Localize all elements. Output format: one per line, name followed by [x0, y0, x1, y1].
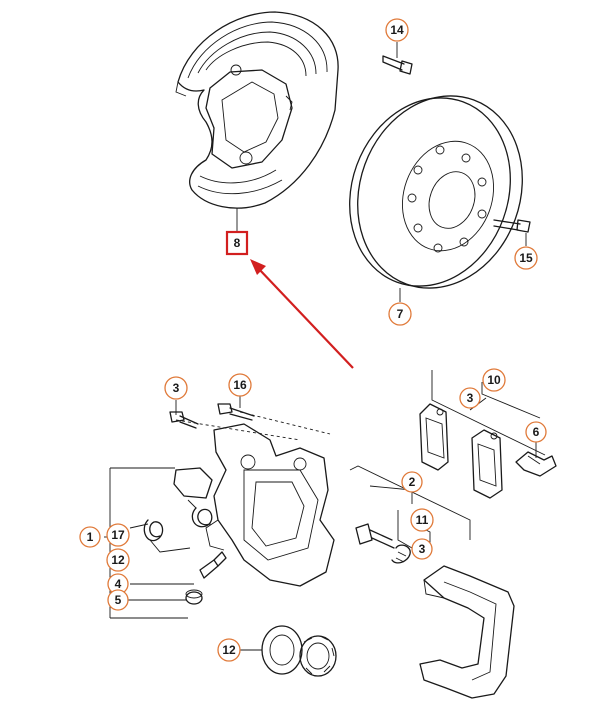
callout-1[interactable]: 1: [79, 526, 101, 548]
bolt-14: [382, 42, 413, 75]
red-pointer-arrow: [250, 259, 354, 369]
guide-pins: [355, 523, 411, 564]
svg-text:7: 7: [397, 307, 404, 321]
callout-3-pins[interactable]: 3: [411, 538, 433, 560]
svg-text:14: 14: [390, 23, 404, 37]
svg-text:2: 2: [409, 475, 416, 489]
callout-2[interactable]: 2: [401, 471, 423, 493]
callout-12-seals[interactable]: 12: [217, 638, 241, 662]
svg-text:3: 3: [467, 391, 474, 405]
svg-text:1: 1: [87, 530, 94, 544]
svg-text:8: 8: [234, 236, 241, 250]
return-springs: [143, 499, 213, 553]
callout-12-springs[interactable]: 12: [106, 548, 130, 572]
brake-pads: [419, 403, 503, 499]
callout-7[interactable]: 7: [388, 302, 412, 326]
caliper-bolts: [169, 403, 255, 429]
svg-text:12: 12: [222, 643, 236, 657]
callout-10[interactable]: 10: [482, 368, 506, 392]
callout-8-highlighted[interactable]: 8: [225, 230, 249, 256]
svg-text:4: 4: [115, 577, 122, 591]
callout-5[interactable]: 5: [107, 589, 129, 611]
svg-text:3: 3: [173, 381, 180, 395]
callout-14[interactable]: 14: [385, 18, 409, 42]
caliper-carrier: [419, 565, 515, 699]
pad-clip: [515, 451, 557, 477]
brake-caliper: [173, 423, 335, 587]
svg-text:5: 5: [115, 593, 122, 607]
svg-text:11: 11: [416, 513, 429, 527]
svg-text:6: 6: [533, 425, 540, 439]
svg-text:16: 16: [233, 378, 247, 392]
seal-rings: [261, 625, 337, 677]
bleeder-valve: [185, 551, 227, 605]
callout-6[interactable]: 6: [525, 421, 547, 443]
callout-16[interactable]: 16: [228, 373, 252, 397]
svg-text:3: 3: [419, 542, 426, 556]
screw-15: [493, 219, 531, 246]
callouts: 14 8 15 7 3 16 10 3: [79, 18, 547, 662]
callout-3-pads[interactable]: 3: [459, 387, 481, 409]
callout-17[interactable]: 17: [106, 523, 130, 547]
svg-text:10: 10: [487, 373, 501, 387]
splash-shield: [175, 11, 339, 231]
brake-disc: [349, 95, 523, 302]
svg-text:17: 17: [111, 528, 125, 542]
callout-15[interactable]: 15: [514, 246, 538, 270]
callout-3-top[interactable]: 3: [164, 376, 188, 400]
svg-text:12: 12: [111, 553, 125, 567]
svg-text:15: 15: [519, 251, 533, 265]
callout-11[interactable]: 11: [410, 508, 434, 532]
